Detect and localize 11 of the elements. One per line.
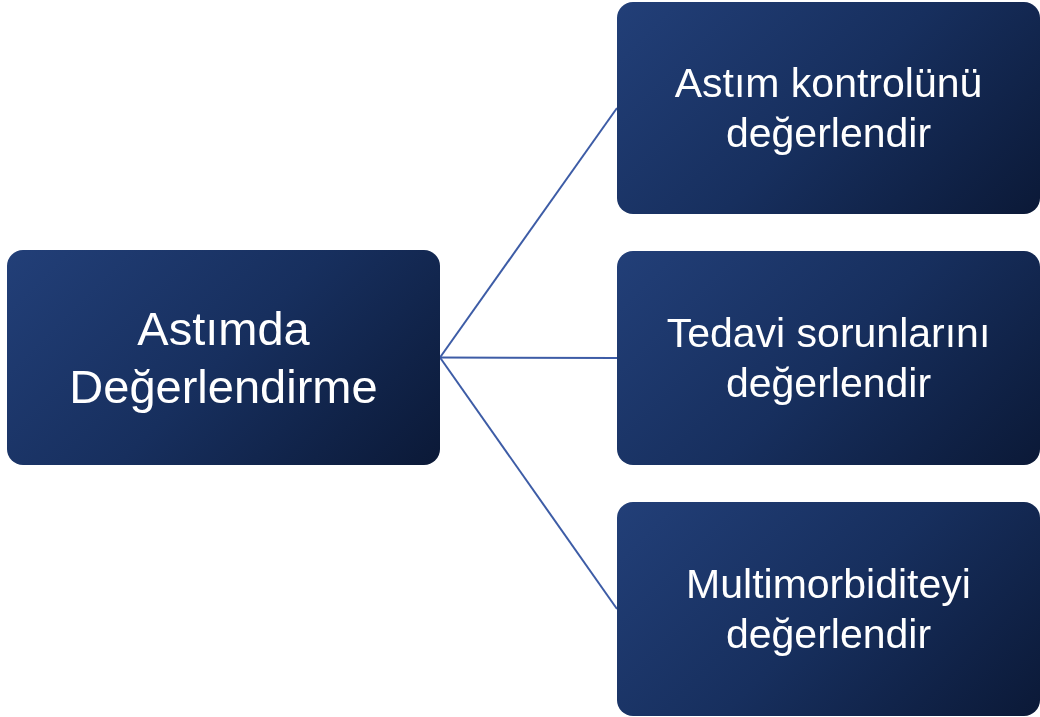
box-label: Astım kontrolünü değerlendir (673, 59, 984, 158)
connector-line (439, 107, 618, 359)
box-label: Astımda Değerlendirme (68, 301, 379, 415)
process-box (617, 2, 1040, 214)
process-box (7, 250, 440, 465)
box-label: Multimorbiditeyi değerlendir (685, 560, 972, 659)
process-box (617, 502, 1040, 716)
connector-line (439, 356, 618, 359)
connector-line (439, 356, 618, 610)
process-box (617, 251, 1040, 465)
box-label: Tedavi sorunlarını değerlendir (665, 309, 992, 408)
